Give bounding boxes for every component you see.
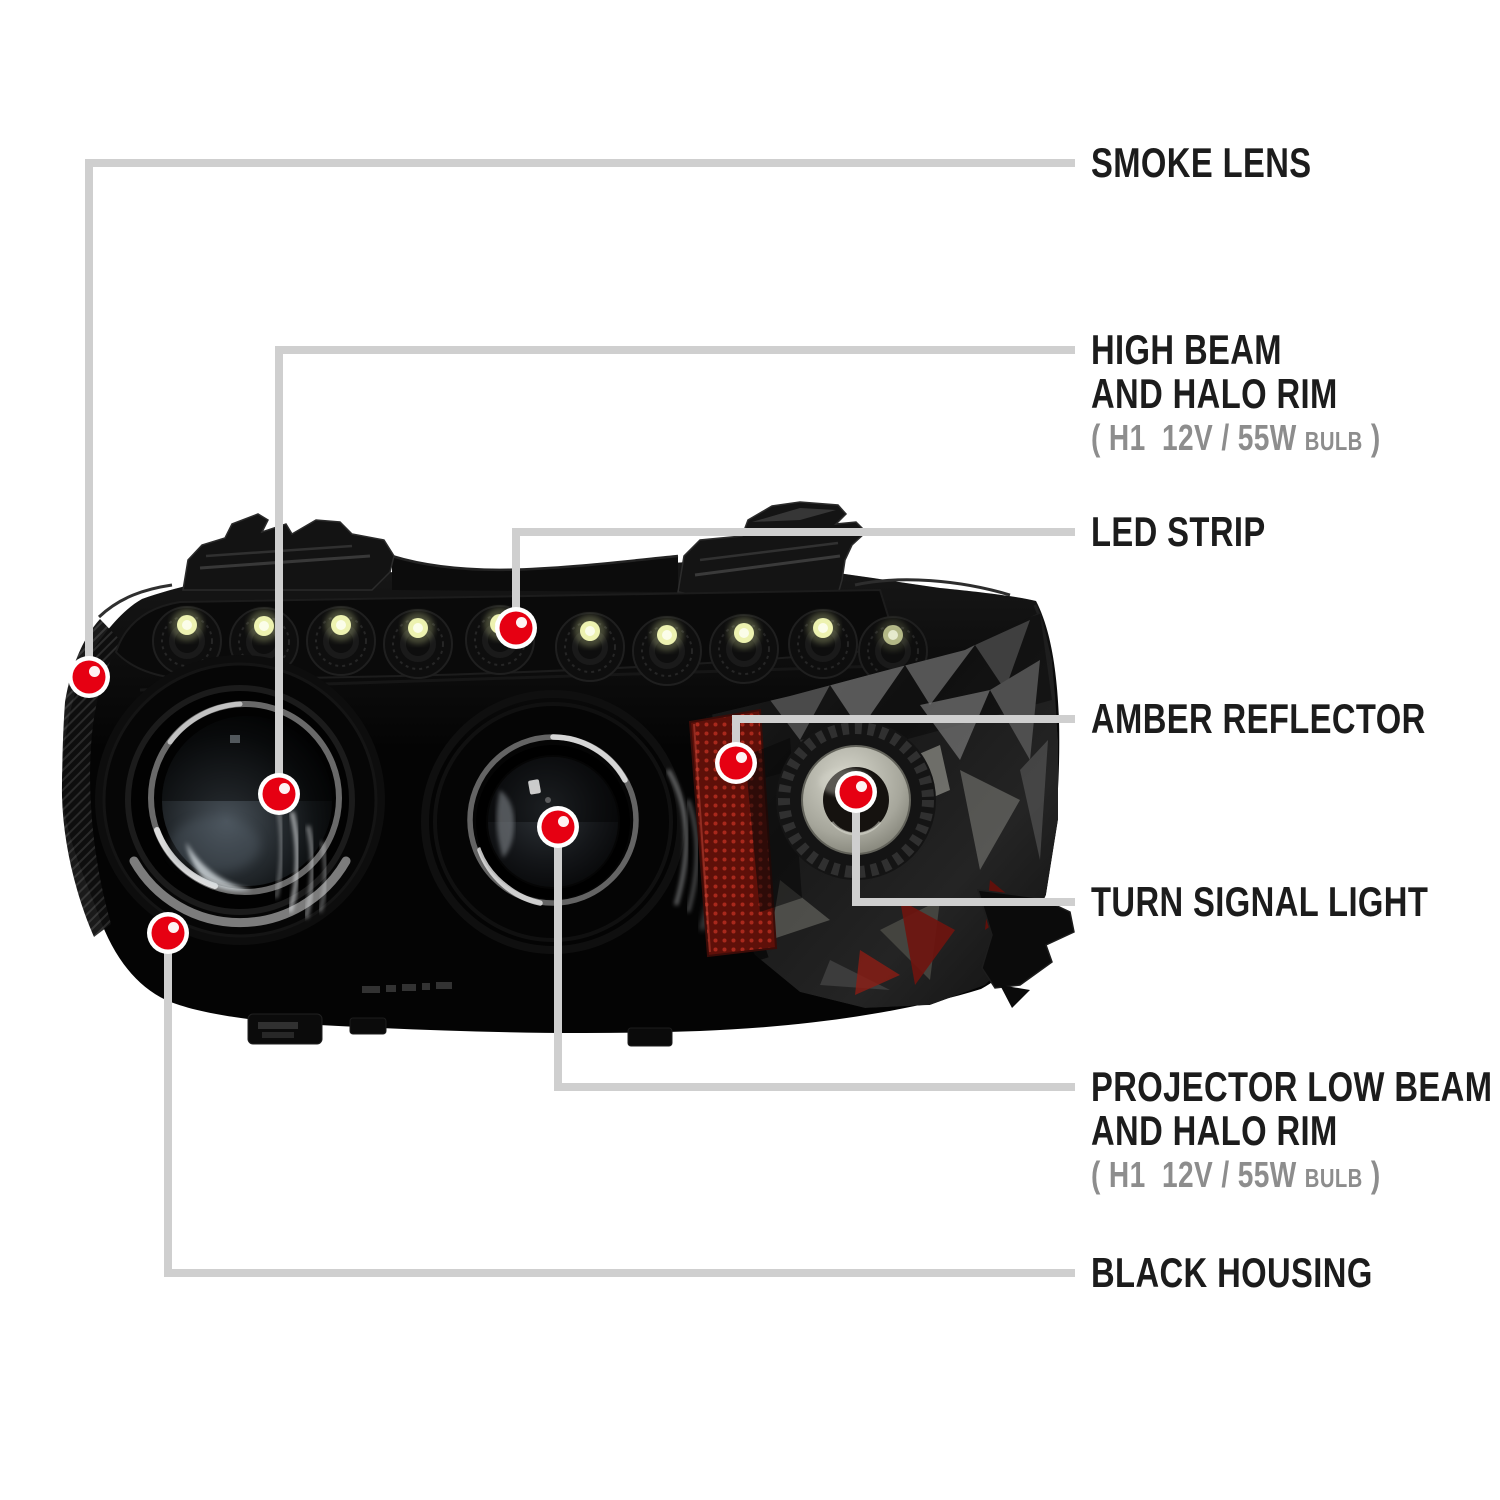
label-black-housing: BLACK HOUSING [1091, 1251, 1452, 1295]
bracket-arm-right [976, 889, 1075, 1008]
label-text: TURN SIGNAL LIGHT [1091, 878, 1429, 925]
black-housing-callout-line [164, 933, 1075, 1277]
smoke-lens-edge-texture [62, 619, 122, 937]
label-text: SMOKE LENS [1091, 139, 1312, 186]
label-amber-reflector: AMBER REFLECTOR [1091, 697, 1500, 741]
label-text-line2: AND HALO RIM [1091, 1107, 1338, 1154]
label-turn-signal: TURN SIGNAL LIGHT [1091, 880, 1500, 924]
label-subtext: ( H1 12V / 55W BULB ) [1091, 1154, 1381, 1195]
label-text: BLACK HOUSING [1091, 1249, 1373, 1296]
label-led-strip: LED STRIP [1091, 510, 1315, 554]
molded-marking [362, 982, 452, 993]
led-cell [788, 609, 858, 679]
smoke-lens-marker [68, 656, 110, 698]
high-beam-marker [258, 773, 300, 815]
label-projector-low-beam: PROJECTOR LOW BEAM AND HALO RIM ( H1 12V… [1091, 1065, 1500, 1199]
led-strip-callout-line [512, 528, 1075, 628]
callout-markers [68, 607, 877, 954]
led-cell [709, 614, 779, 684]
mounting-bracket-left [182, 513, 395, 591]
label-text: PROJECTOR LOW BEAM [1091, 1063, 1493, 1110]
mounting-bracket-right [677, 501, 868, 599]
mounting-tabs [247, 1013, 673, 1047]
led-cell [383, 609, 453, 679]
label-smoke-lens: SMOKE LENS [1091, 141, 1374, 185]
led-cell [306, 606, 376, 676]
high-beam-projector [95, 655, 385, 945]
amber-reflector-marker [715, 742, 757, 784]
turn-signal-callout-line [852, 792, 1075, 906]
halo-rim [148, 701, 342, 895]
projector-low-beam-marker [537, 806, 579, 848]
smoke-lens-callout-line [85, 159, 1075, 677]
label-text: LED STRIP [1091, 508, 1266, 555]
headlight-photo [61, 501, 1075, 1047]
led-strip-marker [495, 607, 537, 649]
led-cell [555, 612, 625, 682]
high-beam-callout-line [275, 346, 1075, 794]
black-housing-marker [147, 912, 189, 954]
label-text: HIGH BEAM [1091, 326, 1282, 373]
label-high-beam: HIGH BEAM AND HALO RIM ( H1 12V / 55W BU… [1091, 328, 1462, 462]
projector-low-beam-callout-line [554, 827, 1075, 1091]
turn-signal-marker [835, 771, 877, 813]
led-cell [152, 606, 222, 676]
top-flange [392, 556, 678, 592]
label-text: AMBER REFLECTOR [1091, 695, 1426, 742]
label-subtext: ( H1 12V / 55W BULB ) [1091, 417, 1381, 458]
label-text-line2: AND HALO RIM [1091, 370, 1338, 417]
led-cell [632, 616, 702, 686]
